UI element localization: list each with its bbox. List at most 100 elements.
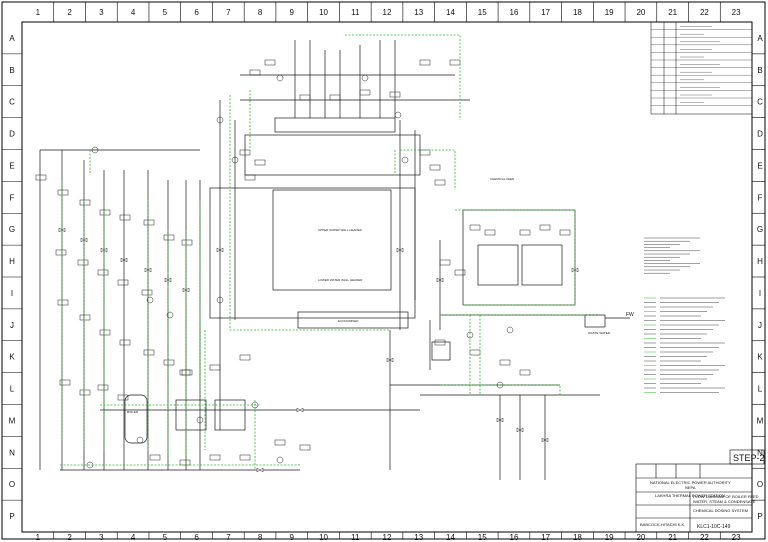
upper-header-label: UPPER WATER WALL HEADER <box>318 228 363 232</box>
instrument-bubble <box>394 111 402 119</box>
instrument-tag <box>181 239 193 246</box>
row-label: C <box>9 98 15 107</box>
column-label: 19 <box>605 8 614 17</box>
instrument-tag <box>239 454 251 461</box>
instrument-bubble <box>216 296 224 304</box>
column-label: 15 <box>478 533 487 542</box>
row-label: B <box>9 66 14 75</box>
instrument-bubble <box>196 416 204 424</box>
instrument-tag <box>143 349 155 356</box>
revision-rows <box>651 26 752 106</box>
legend-block <box>644 297 725 393</box>
valve-symbol <box>541 437 549 443</box>
authority-name: NATIONAL ELECTRIC POWER AUTHORITY <box>650 480 731 485</box>
column-label: 10 <box>319 8 328 17</box>
column-label: 20 <box>636 8 645 17</box>
column-label: 14 <box>446 8 455 17</box>
instrument-tag <box>299 94 311 101</box>
instrument-tag <box>149 454 161 461</box>
instrument-symbols <box>35 59 571 469</box>
instrument-bubble <box>216 116 224 124</box>
instrument-tag <box>97 269 109 276</box>
revision-table <box>650 21 753 115</box>
valve-symbol <box>496 417 504 423</box>
lower-header-label: LOWER WATER WALL HEADER <box>318 278 363 282</box>
row-label: E <box>9 161 14 170</box>
row-label: L <box>758 385 763 394</box>
column-label: 7 <box>226 8 231 17</box>
instrument-bubble <box>136 436 144 444</box>
instrument-tag <box>99 209 111 216</box>
row-label: O <box>9 480 15 489</box>
column-label: 9 <box>290 533 295 542</box>
instrument-tag <box>57 299 69 306</box>
column-label: 10 <box>319 533 328 542</box>
row-label: K <box>9 353 15 362</box>
notes-block <box>644 237 700 274</box>
waste-water-label: WASTE WATER <box>588 331 611 335</box>
row-label: G <box>757 225 763 234</box>
column-label: 8 <box>258 8 263 17</box>
column-label: 21 <box>668 8 677 17</box>
drawing-title-1: FLOW DIAGRAM OF BOILER FEED <box>693 494 759 499</box>
fw-label: FW <box>626 312 634 318</box>
instrument-tag <box>449 59 461 66</box>
column-label: 4 <box>131 8 136 17</box>
instrument-tag <box>77 259 89 266</box>
column-label: 14 <box>446 533 455 542</box>
instrument-tag <box>469 349 481 356</box>
instrument-bubble <box>231 156 239 164</box>
column-label: 12 <box>383 8 392 17</box>
instrument-tag <box>209 454 221 461</box>
row-label: F <box>758 193 763 202</box>
column-label: 19 <box>605 533 614 542</box>
instrument-tag <box>119 339 131 346</box>
step-label: STEP-2 <box>733 453 765 463</box>
instrument-bubble <box>166 311 174 319</box>
instrument-tag <box>419 149 431 156</box>
row-label: N <box>757 448 763 457</box>
instrument-tag <box>469 224 481 231</box>
instrument-tag <box>97 384 109 391</box>
column-label: 23 <box>732 8 741 17</box>
row-label: C <box>757 98 763 107</box>
valve-symbol <box>296 407 304 413</box>
column-label: 22 <box>700 8 709 17</box>
column-label: 3 <box>99 533 104 542</box>
row-label: J <box>10 321 14 330</box>
row-label: A <box>9 34 15 43</box>
row-label: L <box>10 385 15 394</box>
column-label: 15 <box>478 8 487 17</box>
instrument-bubble <box>91 146 99 154</box>
instrument-tag <box>499 359 511 366</box>
valve-symbol <box>516 427 524 433</box>
instrument-tag <box>434 179 446 186</box>
column-label: 11 <box>351 533 360 542</box>
instrument-tag <box>244 174 256 181</box>
instrument-tag <box>439 259 451 266</box>
row-label: G <box>9 225 15 234</box>
column-label: 20 <box>636 533 645 542</box>
instrument-tag <box>79 389 91 396</box>
plant-name: LAKHRA THERMAL POWER STATION <box>655 493 725 498</box>
valve-symbol <box>120 257 128 263</box>
row-label: A <box>757 34 763 43</box>
instrument-bubble <box>276 74 284 82</box>
instrument-bubble <box>401 156 409 164</box>
instrument-tag <box>35 174 47 181</box>
row-label: B <box>757 66 762 75</box>
instrument-tag <box>429 164 441 171</box>
row-label: I <box>11 289 13 298</box>
row-label: E <box>757 161 762 170</box>
column-label: 22 <box>700 533 709 542</box>
column-label: 18 <box>573 8 582 17</box>
valve-symbol <box>396 247 404 253</box>
row-label: M <box>757 416 764 425</box>
instrument-tag <box>274 439 286 446</box>
contractor-name: BABCOCK-HITACHI K.K. <box>640 522 685 527</box>
row-label: D <box>757 130 763 139</box>
row-label: P <box>9 512 14 521</box>
